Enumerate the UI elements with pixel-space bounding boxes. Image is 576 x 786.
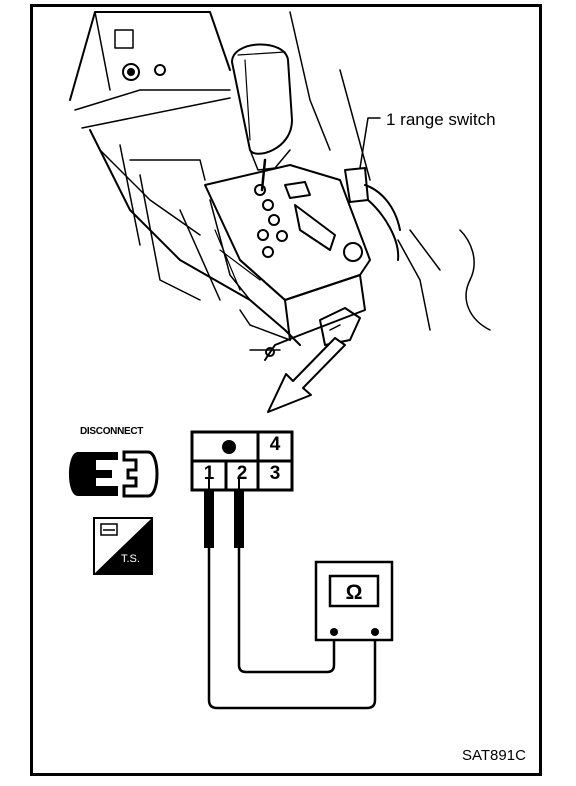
disconnect-label: DISCONNECT xyxy=(80,426,144,437)
connector-pin-4: 4 xyxy=(269,434,281,455)
test-leads xyxy=(207,548,377,710)
probe-1 xyxy=(204,490,214,548)
figure-id: SAT891C xyxy=(462,747,526,764)
ohmmeter-icon xyxy=(314,560,394,642)
connector-pin-2: 2 xyxy=(236,463,248,484)
ohm-symbol: Ω xyxy=(345,581,363,604)
connector-key-dot xyxy=(222,440,236,454)
disconnect-connector-icon xyxy=(69,450,159,498)
shifter-console-illustration xyxy=(69,11,491,361)
ts-label: T.S. xyxy=(121,553,140,565)
range-switch-label: 1 range switch xyxy=(386,110,496,129)
connector-arrow xyxy=(267,337,346,413)
connector-pin-1: 1 xyxy=(203,463,215,484)
probe-2 xyxy=(234,490,244,548)
connector-pin-3: 3 xyxy=(269,463,281,484)
tool-ts-icon xyxy=(93,517,153,575)
